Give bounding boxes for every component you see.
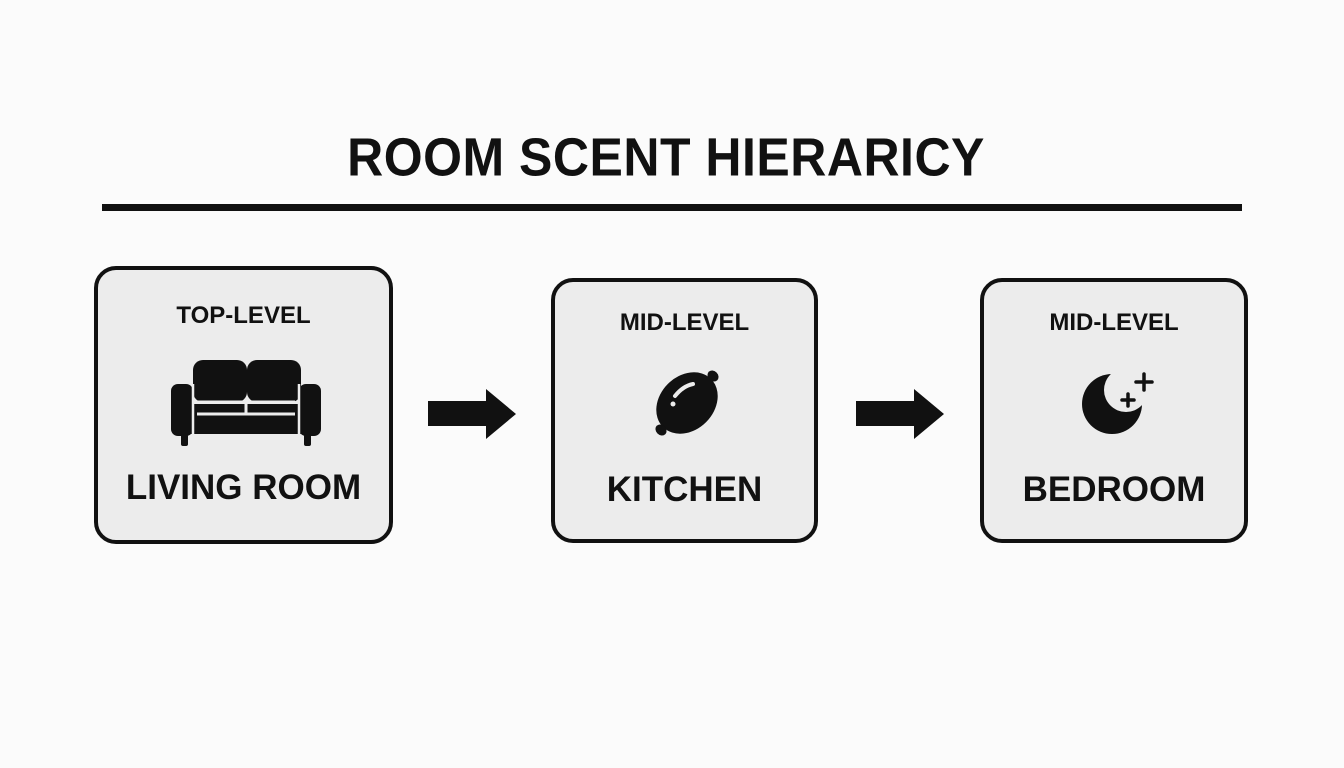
lemon-icon [655,370,719,436]
room-box-kitchen: MID-LEVEL KITCHEN [551,278,818,543]
moon-stars-icon [1082,372,1154,434]
arrow-right-icon [428,389,516,439]
room-box-bedroom: MID-LEVEL BEDROOM [980,278,1248,543]
arrow-right-icon [856,389,944,439]
title-divider [102,204,1242,211]
diagram-title: ROOM SCENT HIERARICY [347,126,985,188]
room-level-label: MID-LEVEL [1049,309,1179,336]
sofa-icon [171,360,321,446]
room-name: BEDROOM [1022,470,1206,509]
room-level-label: MID-LEVEL [619,309,750,336]
room-box-living-room: TOP-LEVEL LIVING ROOM [94,266,393,544]
room-level-label: TOP-LEVEL [176,302,311,329]
room-name: LIVING ROOM [125,468,362,507]
room-name: KITCHEN [606,470,763,509]
